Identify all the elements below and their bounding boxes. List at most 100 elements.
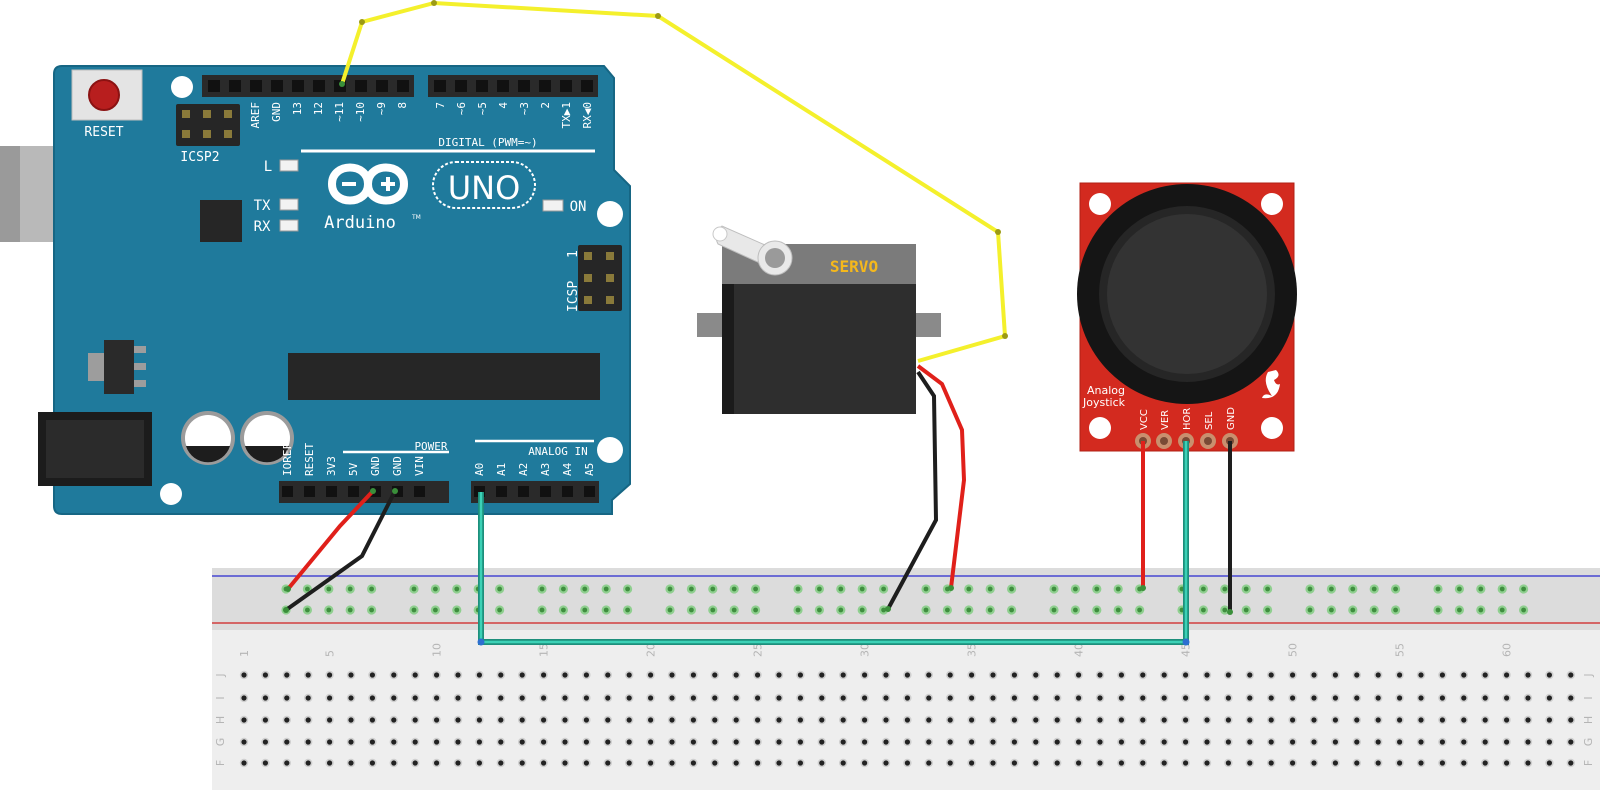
power-pin-label: 5V	[347, 462, 360, 476]
digital-pin-label: ~6	[455, 102, 468, 115]
led-tx	[279, 198, 299, 211]
column-number: 30	[859, 643, 872, 657]
digital-pin-label: 4	[497, 102, 510, 109]
row-letter: J	[1582, 673, 1595, 677]
analog-pin-label: A3	[539, 463, 552, 476]
analog-pin-label: A5	[583, 463, 596, 476]
digital-pin-label: 2	[539, 102, 552, 109]
model-text: UNO	[448, 169, 521, 207]
mounting-hole	[160, 483, 182, 505]
analog-pin-label: A2	[517, 463, 530, 476]
digital-pin-label: GND	[270, 102, 283, 122]
arduino-logo-icon	[327, 163, 409, 205]
joystick-pin-label: VER	[1160, 410, 1171, 430]
mounting-hole	[1261, 417, 1283, 439]
power-pin-label: GND	[391, 456, 404, 476]
icsp-label: ICSP	[566, 281, 581, 312]
column-number: 10	[431, 643, 444, 657]
row-letter: G	[1582, 738, 1595, 747]
analog-label: ANALOG IN	[528, 445, 588, 458]
digital-pin-labels: AREF GND 13 12 ~11 ~10 ~9 8 7 ~6 ~5 4 ~3 2 TX▶1 RX◀0	[249, 102, 594, 129]
5v-power-wire	[286, 489, 375, 591]
capacitor	[240, 411, 294, 465]
led-rx-label: RX	[254, 219, 271, 235]
joystick-pin-label: GND	[1226, 407, 1237, 430]
digital-pin-label: AREF	[249, 102, 262, 129]
led-l-label: L	[264, 159, 272, 175]
digital-pin-label: RX◀0	[581, 102, 594, 129]
icsp2-header	[176, 104, 240, 146]
row-letter: F	[1582, 760, 1595, 766]
servo-label: SERVO	[830, 257, 878, 276]
capacitor	[181, 411, 235, 465]
joystick-pin-label: SEL	[1204, 411, 1215, 430]
digital-pin-label: 7	[434, 102, 447, 109]
led-l	[279, 159, 299, 172]
joystick-label-line1: Analog	[1087, 384, 1125, 397]
digital-pin-label: 13	[291, 102, 304, 115]
icsp2-label: ICSP2	[180, 150, 219, 165]
microcontroller-chip	[288, 353, 600, 400]
led-rx	[279, 219, 299, 232]
trademark-text: TM	[411, 214, 421, 221]
joystick-thumbstick[interactable]	[1077, 184, 1297, 404]
uno-badge	[432, 161, 536, 209]
mounting-hole	[1089, 193, 1111, 215]
servo-body	[722, 276, 916, 414]
row-letter: F	[214, 760, 227, 766]
power-pin-label: RESET	[303, 443, 316, 476]
mounting-hole	[1089, 417, 1111, 439]
row-letter: H	[214, 716, 227, 724]
led-on	[542, 199, 564, 212]
digital-pin-label: ~5	[476, 102, 489, 115]
terminal-strip-holes	[239, 670, 1576, 768]
digital-pin-label: ~3	[518, 102, 531, 115]
column-number: 20	[645, 643, 658, 657]
column-number: 60	[1501, 643, 1514, 657]
mounting-hole	[597, 437, 623, 463]
column-number: 50	[1287, 643, 1300, 657]
power-pin-label: 3V3	[325, 456, 338, 476]
reset-label: RESET	[84, 125, 123, 140]
reset-button[interactable]	[71, 69, 143, 121]
mounting-hole	[597, 201, 623, 227]
servo-power-wire	[916, 364, 967, 589]
icsp-pin-one: 1	[566, 250, 581, 258]
digital-pin-label: 8	[396, 102, 409, 109]
servo-motor: SERVO	[697, 225, 941, 414]
voltage-regulator	[88, 340, 146, 394]
digital-pin-label: 12	[312, 102, 325, 115]
digital-pin-label: ~11	[333, 102, 346, 122]
column-number: 45	[1180, 643, 1193, 657]
column-number: 5	[324, 650, 337, 657]
column-number: 55	[1394, 643, 1407, 657]
column-number: 35	[966, 643, 979, 657]
usb-chip	[200, 200, 242, 242]
led-on-label: ON	[570, 199, 587, 215]
row-letter: I	[1582, 696, 1595, 699]
digital-pin-label: TX▶1	[560, 102, 573, 129]
analog-pin-label: A0	[473, 463, 486, 476]
power-pin-label: VIN	[413, 456, 426, 476]
digital-pin-header	[202, 75, 598, 97]
row-letter: H	[1582, 716, 1595, 724]
digital-pin-label: ~9	[375, 102, 388, 115]
wires	[283, 0, 1233, 646]
power-pin-label: IOREF	[281, 443, 294, 476]
analog-pin-header	[471, 481, 599, 503]
power-pin-label: GND	[369, 456, 382, 476]
mounting-hole	[171, 76, 193, 98]
digital-pin-label: ~10	[354, 102, 367, 122]
analog-pin-label: A4	[561, 462, 574, 476]
digital-label: DIGITAL (PWM=~)	[438, 136, 537, 149]
ground-wire	[284, 490, 397, 612]
brand-text: Arduino	[324, 213, 396, 233]
joystick-label-line2: Joystick	[1082, 396, 1126, 409]
joystick-pin-label: HOR	[1182, 408, 1193, 430]
servo-ground-wire	[886, 370, 939, 610]
